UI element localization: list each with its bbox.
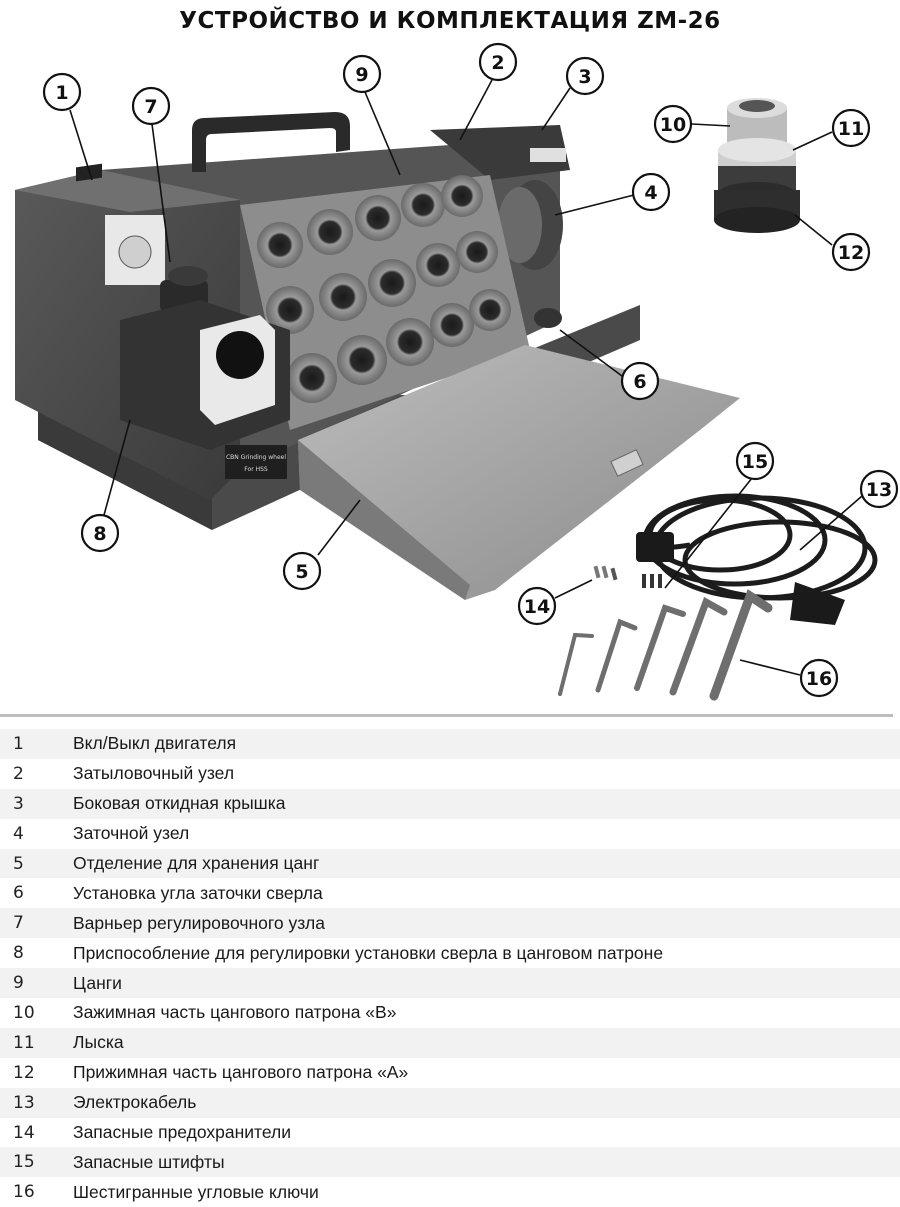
- legend-number: 4: [0, 824, 73, 844]
- svg-text:3: 3: [578, 66, 591, 88]
- callout-3: 3: [542, 58, 603, 130]
- svg-text:10: 10: [660, 114, 686, 136]
- legend-number: 1: [0, 734, 73, 754]
- legend-number: 3: [0, 794, 73, 814]
- legend-text: Запасные штифты: [73, 1152, 900, 1173]
- callout-14: 14: [519, 580, 592, 624]
- legend-text: Установка угла заточки сверла: [73, 883, 900, 904]
- svg-text:13: 13: [866, 479, 892, 501]
- power-cable: [645, 496, 875, 598]
- svg-text:8: 8: [93, 523, 106, 545]
- legend-number: 2: [0, 764, 73, 784]
- callout-2: 2: [460, 44, 516, 140]
- legend-text: Варньер регулировочного узла: [73, 913, 900, 934]
- legend-number: 5: [0, 854, 73, 874]
- svg-text:1: 1: [55, 82, 68, 104]
- callout-12: 12: [795, 215, 869, 270]
- svg-text:5: 5: [295, 561, 308, 583]
- legend-text: Лыска: [73, 1032, 900, 1053]
- legend-number: 8: [0, 943, 73, 963]
- svg-text:2: 2: [491, 52, 504, 74]
- svg-text:12: 12: [838, 242, 864, 264]
- legend-text: Цанги: [73, 973, 900, 994]
- legend-number: 9: [0, 973, 73, 993]
- svg-text:4: 4: [644, 182, 657, 204]
- legend-text: Заточной узел: [73, 823, 900, 844]
- spare-pins: [642, 574, 662, 588]
- svg-text:7: 7: [144, 96, 157, 118]
- legend-number: 13: [0, 1093, 73, 1113]
- legend-text: Прижимная часть цангового патрона «А»: [73, 1062, 900, 1083]
- collet-chuck-parts: [714, 98, 800, 233]
- legend-number: 7: [0, 913, 73, 933]
- callout-1: 1: [44, 74, 92, 180]
- legend-text: Вкл/Выкл двигателя: [73, 733, 900, 754]
- callout-16: 16: [740, 660, 837, 696]
- callout-11: 11: [793, 110, 869, 150]
- legend-number: 16: [0, 1182, 73, 1202]
- spare-fuses: [594, 566, 618, 581]
- legend-text: Затыловочный узел: [73, 763, 900, 784]
- legend-number: 11: [0, 1033, 73, 1053]
- grinding-wheel-sub: For HSS: [244, 466, 268, 473]
- svg-text:16: 16: [806, 668, 832, 690]
- callout-13: 13: [800, 471, 897, 550]
- legend-text: Зажимная часть цангового патрона «В»: [73, 1002, 900, 1023]
- legend-number: 6: [0, 883, 73, 903]
- device-illustration: CBN Grinding wheel For HSS: [0, 40, 900, 720]
- svg-text:11: 11: [838, 118, 864, 140]
- legend-number: 14: [0, 1123, 73, 1143]
- divider: [0, 714, 893, 717]
- svg-text:6: 6: [633, 371, 646, 393]
- legend-number: 12: [0, 1063, 73, 1083]
- legend-text: Отделение для хранения цанг: [73, 853, 900, 874]
- grinding-wheel-label: CBN Grinding wheel: [226, 454, 286, 461]
- svg-text:14: 14: [524, 596, 550, 618]
- legend-text: Приспособление для регулировки установки…: [73, 943, 900, 964]
- legend-number: 15: [0, 1152, 73, 1172]
- page-title: УСТРОЙСТВО И КОМПЛЕКТАЦИЯ ZM-26: [0, 8, 900, 34]
- callout-10: 10: [655, 106, 730, 142]
- svg-text:15: 15: [742, 451, 768, 473]
- hex-keys: [560, 596, 768, 696]
- legend-text: Боковая откидная крышка: [73, 793, 900, 814]
- callout-4: 4: [555, 174, 669, 215]
- legend-text: Запасные предохранители: [73, 1122, 900, 1143]
- legend-text: Электрокабель: [73, 1092, 900, 1113]
- svg-text:9: 9: [355, 64, 368, 86]
- legend-number: 10: [0, 1003, 73, 1023]
